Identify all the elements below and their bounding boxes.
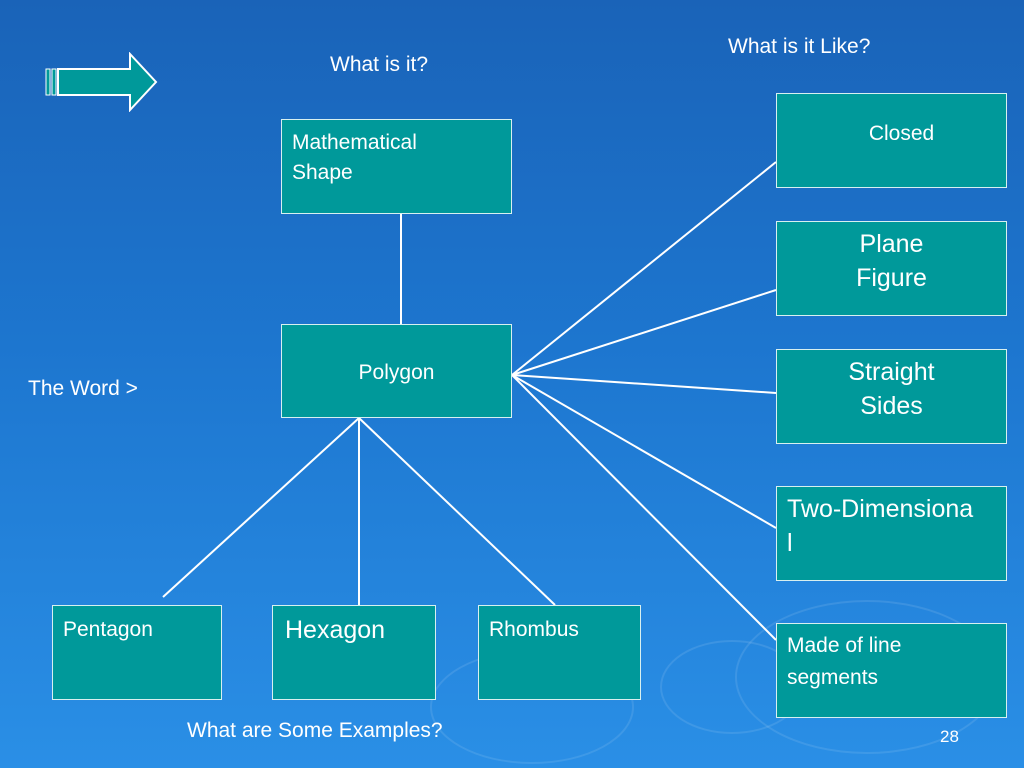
connector-word-closed — [511, 161, 777, 376]
property-text: Closed — [868, 122, 935, 145]
connector-word-straight — [511, 374, 777, 394]
example-box-rhombus: Rhombus — [478, 605, 641, 700]
example-text: Rhombus — [489, 618, 579, 641]
property-text: Two-Dimensional — [787, 495, 974, 557]
property-box-two-dimensional: Two-Dimensional — [776, 486, 1007, 581]
connector-word-rhombus — [358, 417, 556, 606]
connector-word-pentagon — [162, 417, 360, 598]
category-box: Mathematical Shape — [281, 119, 512, 214]
connector-word-segments — [511, 374, 777, 641]
example-box-hexagon: Hexagon — [272, 605, 436, 700]
word-box: Polygon — [281, 324, 512, 418]
heading-what-is-it-like: What is it Like? — [728, 35, 871, 58]
category-box-text: Mathematical Shape — [292, 131, 417, 185]
slide-number: 28 — [940, 727, 959, 746]
property-box-straight-sides: Straight Sides — [776, 349, 1007, 444]
property-box-closed: Closed — [776, 93, 1007, 188]
right-arrow-icon[interactable] — [44, 52, 160, 112]
heading-what-is-it: What is it? — [330, 53, 429, 76]
property-box-plane-figure: Plane Figure — [776, 221, 1007, 316]
connector-word-two-dim — [511, 374, 777, 529]
heading-examples: What are Some Examples? — [187, 719, 443, 742]
property-text: Straight Sides — [848, 358, 935, 420]
word-box-text: Polygon — [358, 361, 435, 384]
property-box-line-segments: Made of line segments — [776, 623, 1007, 718]
property-text: Plane Figure — [856, 230, 927, 292]
example-text: Pentagon — [63, 618, 153, 641]
example-box-pentagon: Pentagon — [52, 605, 222, 700]
property-text: Made of line segments — [787, 634, 902, 689]
example-text: Hexagon — [285, 616, 386, 644]
heading-the-word: The Word > — [28, 377, 138, 400]
connector-word-plane — [511, 289, 777, 376]
